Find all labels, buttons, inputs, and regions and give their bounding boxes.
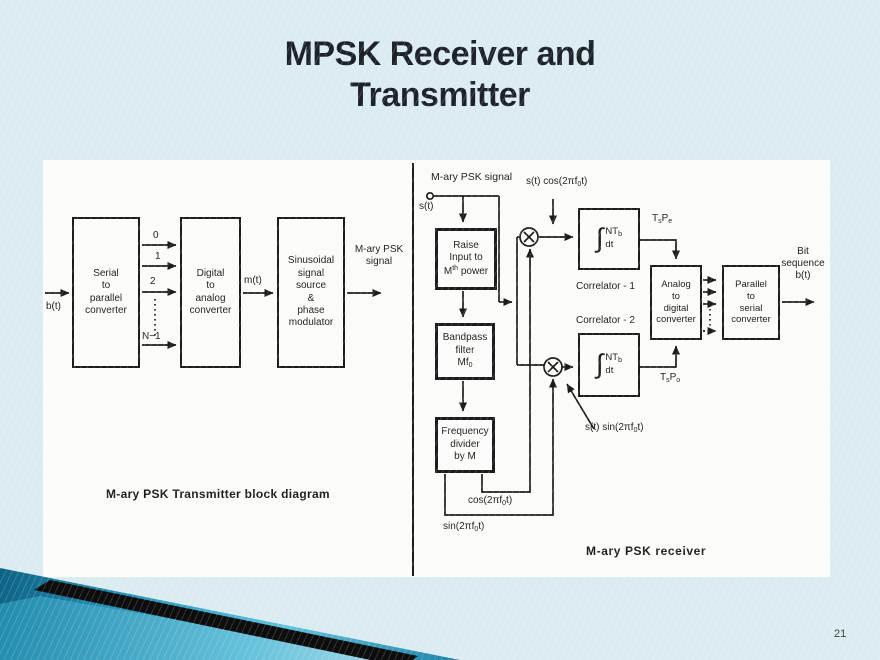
- rx-tspo-label: TsPo: [660, 372, 681, 384]
- tx-input-label: b(t): [46, 301, 61, 312]
- block-integrator-2: ∫ NTb dt: [578, 333, 640, 397]
- rx-st-label: s(t): [419, 201, 434, 212]
- integral-lower: dt: [605, 239, 614, 251]
- rx-sin-feedback-wire: [444, 378, 557, 516]
- rx-corr2-out-wire: [640, 345, 680, 368]
- rx-cos-feedback-wire: [481, 248, 534, 493]
- integral-sign-icon: ∫: [596, 222, 604, 253]
- tx-bus-label-1: 1: [155, 251, 161, 262]
- rx-cos-feedback-label: cos(2πf0t): [468, 495, 513, 507]
- rx-cos-annotation: s(t) cos(2πf0t): [526, 176, 588, 188]
- tx-mt-label: m(t): [244, 275, 262, 286]
- multiplier-2-icon: [543, 357, 563, 377]
- title-line-2: Transmitter: [350, 75, 530, 114]
- slide-title: MPSK Receiver and Transmitter: [0, 34, 880, 116]
- integral-limits: NTb dt: [605, 226, 622, 252]
- tx-bus-label-0: 0: [153, 230, 159, 241]
- title-line-1: MPSK Receiver and: [284, 35, 596, 73]
- rx-sin-feedback-label: sin(2πf0t): [443, 521, 485, 533]
- rx-caption: M-ary PSK receiver: [586, 544, 707, 558]
- multiplier-1-icon: [519, 227, 539, 247]
- integral-limits: NTb dt: [605, 352, 622, 378]
- integral-sign-icon: ∫: [596, 348, 604, 379]
- rx-input-label: M-ary PSK signal: [431, 171, 513, 183]
- rx-input-node-icon: [425, 191, 435, 201]
- rx-tspe-label: TsPe: [652, 213, 673, 225]
- rx-correlator1-label: Correlator - 1: [576, 281, 635, 292]
- integral-lower: dt: [605, 365, 614, 377]
- rx-sin-annotation: s(t) sin(2πf0t): [585, 422, 644, 434]
- tx-caption: M-ary PSK Transmitter block diagram: [106, 487, 330, 501]
- tx-bus-label-2: 2: [150, 276, 156, 287]
- block-integrator-1: ∫ NTb dt: [578, 208, 640, 270]
- rx-correlator2-label: Correlator - 2: [576, 315, 635, 326]
- page-number: 21: [834, 628, 847, 640]
- rx-sin-annotation-arrow: [566, 383, 595, 430]
- rx-corr1-out-wire: [640, 239, 680, 260]
- integral-upper: NTb: [605, 351, 622, 364]
- tx-bus-label-n: N−1: [142, 331, 161, 342]
- integral-upper: NTb: [605, 225, 622, 238]
